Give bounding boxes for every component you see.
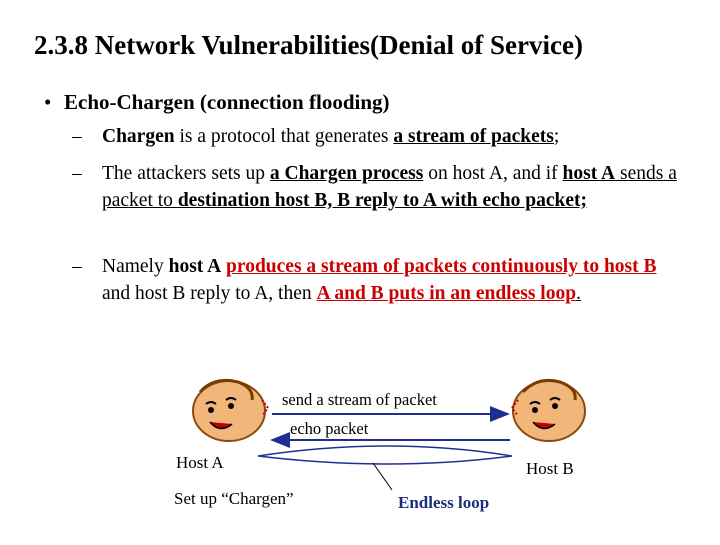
sub-item-attacker: – The attackers sets up a Chargen proces… xyxy=(72,160,682,214)
dash-marker: – xyxy=(72,163,82,184)
dash-marker: – xyxy=(72,256,82,277)
sub-item-loop: – Namely host A produces a stream of pac… xyxy=(72,253,682,307)
text-chargen-process: a Chargen process xyxy=(269,163,424,184)
loop-pointer-line xyxy=(372,462,393,491)
endless-loop-shape xyxy=(257,445,513,465)
sub-item-chargen: – Chargen is a protocol that generates a… xyxy=(72,123,682,150)
sub-item-text: Namely host A produces a stream of packe… xyxy=(102,253,682,307)
host-a-face-icon xyxy=(192,378,270,442)
endless-loop-label: Endless loop xyxy=(398,493,490,512)
bullet-marker: • xyxy=(44,90,52,114)
host-a-label: Host A xyxy=(176,453,224,472)
text-span: The attackers sets up xyxy=(102,163,270,184)
main-bullet: • Echo-Chargen (connection flooding) xyxy=(44,90,390,115)
text-chargen: Chargen xyxy=(102,126,175,147)
slide-title: 2.3.8 Network Vulnerabilities(Denial of … xyxy=(34,30,583,60)
text-host-a: host A xyxy=(168,256,222,277)
text-span: ; xyxy=(553,126,560,147)
text-span: sends a packet to xyxy=(102,163,677,211)
text-span: . xyxy=(576,283,581,304)
text-span: is a protocol that generates xyxy=(174,126,394,147)
loop-diagram: send a stream of packet echo packet Host… xyxy=(0,370,720,540)
send-label: send a stream of packet xyxy=(282,390,437,409)
sub-item-text: Chargen is a protocol that generates a s… xyxy=(102,123,682,150)
text-produces-stream: produces a stream of packets continuousl… xyxy=(226,256,657,277)
text-destination-host-b: destination host B, B reply to A with ec… xyxy=(177,190,587,211)
text-span: Namely xyxy=(102,256,169,277)
diagram-graphics xyxy=(192,378,586,491)
text-span: on host A, and if xyxy=(423,163,563,184)
text-stream-of-packets: a stream of packets xyxy=(393,126,554,147)
echo-label: echo packet xyxy=(290,419,369,438)
host-b-label: Host B xyxy=(526,459,574,478)
host-b-face-icon xyxy=(510,378,586,442)
main-bullet-text: Echo-Chargen (connection flooding) xyxy=(64,90,390,114)
sub-item-text: The attackers sets up a Chargen process … xyxy=(102,160,682,214)
text-host-a: host A xyxy=(562,163,616,184)
dash-marker: – xyxy=(72,126,82,147)
text-span: and host B reply to A, then xyxy=(102,283,317,304)
text-endless-loop: A and B puts in an endless loop xyxy=(316,283,577,304)
setup-chargen-label: Set up “Chargen” xyxy=(174,489,294,508)
